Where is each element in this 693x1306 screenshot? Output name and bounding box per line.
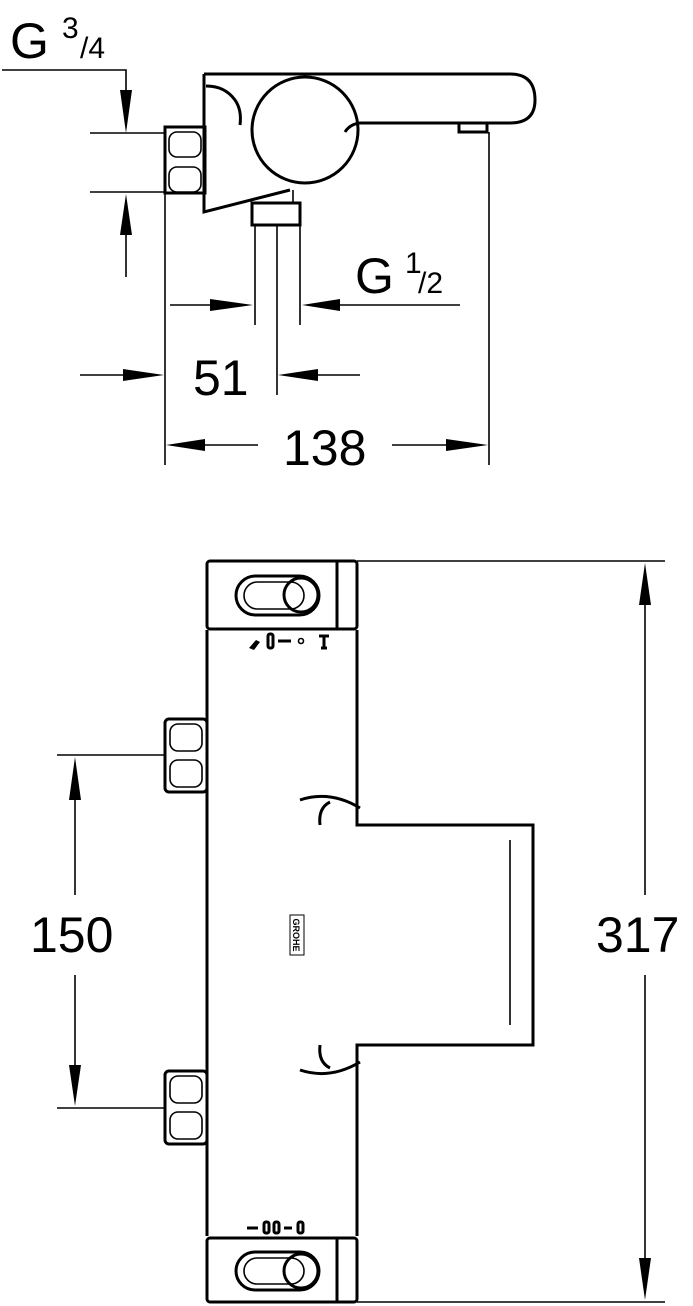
inlet-nut bbox=[163, 125, 207, 195]
front-view: GROHE 150 bbox=[30, 559, 679, 1304]
grohe-logo: GROHE bbox=[289, 914, 305, 956]
bottom-handle-cap bbox=[205, 1236, 359, 1304]
inlet-thread-numerator: 3 bbox=[62, 12, 79, 45]
top-view: G 3 /4 G 1 /2 bbox=[2, 12, 537, 476]
inlet-nut-upper bbox=[163, 717, 209, 794]
inlet-thread-denominator: /4 bbox=[80, 32, 105, 65]
dim-inlet-spacing: 150 bbox=[30, 907, 113, 963]
thermostat-body-front bbox=[205, 630, 535, 1236]
svg-text:GROHE: GROHE bbox=[291, 918, 301, 951]
dim-outlet-offset: 51 bbox=[193, 350, 249, 406]
outlet-thread-numerator: 1 bbox=[405, 247, 422, 280]
outlet-thread-prefix: G bbox=[355, 248, 394, 304]
temperature-scale-symbols bbox=[249, 632, 329, 650]
outlet-thread-denominator: /2 bbox=[418, 267, 443, 300]
inlet-nut-lower bbox=[163, 1069, 209, 1146]
flow-scale-symbols bbox=[247, 1220, 305, 1235]
inlet-thread-prefix: G bbox=[10, 13, 49, 69]
dim-depth: 138 bbox=[283, 420, 366, 476]
dim-height: 317 bbox=[596, 907, 679, 963]
mixer-body-side bbox=[202, 72, 537, 227]
top-handle-cap bbox=[205, 559, 359, 631]
